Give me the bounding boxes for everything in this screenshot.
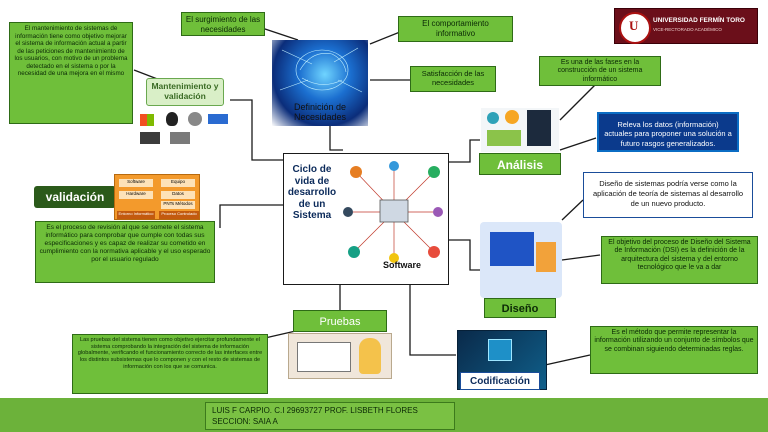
analisis-label: Análisis <box>479 153 561 175</box>
person-icon <box>359 338 381 374</box>
pruebas-image <box>288 333 392 379</box>
footer-line1: LUIS F CARPIO. C.I 29693727 PROF. LISBET… <box>212 406 418 415</box>
codificacion-label: Codificación <box>460 372 540 390</box>
chip-icon <box>488 339 512 361</box>
center-card: Ciclo de vida de desarrollo de un Sistem… <box>283 153 449 285</box>
monitor-icon <box>140 132 160 144</box>
people-icon <box>527 110 551 146</box>
diagram-entorno: Entorno Informático <box>117 211 155 219</box>
brain-icon <box>279 47 363 93</box>
diagram-hardware: Hardware <box>119 191 153 199</box>
design-screen-icon <box>490 232 534 266</box>
os-icons-image <box>136 108 230 148</box>
diagram-equipo: Equipo <box>161 179 195 187</box>
surgimiento-box: El surgimiento de las necesidades <box>181 12 265 36</box>
diseno-desc1: Diseño de sistemas podría verse como la … <box>583 172 753 218</box>
comportamiento-box: El comportamiento informativo <box>398 16 513 42</box>
checklist-icon <box>297 342 351 372</box>
windows-icon <box>140 114 154 126</box>
graph-icon <box>487 130 521 146</box>
software-label: Software <box>382 260 421 270</box>
diseno-label: Diseño <box>484 298 556 318</box>
bulb-icon <box>505 110 519 124</box>
brain-network-image: Definición de Necesidades <box>272 40 368 126</box>
apple-icon <box>188 112 202 126</box>
center-title: Ciclo de vida de desarrollo de un Sistem… <box>287 164 337 221</box>
mantenimiento-desc: El mantenimiento de sistemas de informac… <box>9 22 133 124</box>
diseno-desc2: El objetivo del proceso de Diseño del Si… <box>601 236 758 284</box>
footer-line2: SECCION: SAIA A <box>212 416 278 426</box>
software-hub-icon <box>343 161 443 263</box>
university-logo: U UNIVERSIDAD FERMÍN TORO VICE-RECTORADO… <box>614 8 758 44</box>
server-icon <box>170 132 190 144</box>
diseno-image <box>480 222 562 298</box>
pruebas-label: Pruebas <box>293 310 387 332</box>
seal-icon: U <box>619 12 651 44</box>
diagram-datos: Datos <box>161 191 195 199</box>
diagram-pnts: PNTs Métodos <box>161 201 195 209</box>
footer-info: LUIS F CARPIO. C.I 29693727 PROF. LISBET… <box>205 402 455 430</box>
analisis-desc1: Es una de las fases en la construcción d… <box>539 56 661 86</box>
analisis-image <box>481 108 559 152</box>
pruebas-desc: Las pruebas del sistema tienen como obje… <box>72 334 268 394</box>
mantenimiento-label: Mantenimiento y validación <box>146 78 224 106</box>
validacion-desc: Es el proceso de revisión al que se some… <box>35 221 215 283</box>
definicion-label: Definición de Necesidades <box>293 102 347 122</box>
diagram-proceso: Proceso Controlado <box>159 211 199 219</box>
validacion-label: validación <box>34 186 116 208</box>
designer-icon <box>536 242 556 272</box>
analisis-desc2: Releva los datos (información) actuales … <box>597 112 739 152</box>
validation-diagram: Software Equipo Hardware Datos PNTs Méto… <box>114 174 200 220</box>
satisfaccion-box: Satisfacción de las necesidades <box>410 66 496 92</box>
linux-icon <box>166 112 178 126</box>
diagram-software: Software <box>119 179 153 187</box>
screen-icon <box>208 114 228 124</box>
codificacion-desc: Es el método que permite representar la … <box>590 326 758 374</box>
logo-sub: VICE-RECTORADO ACADÉMICO <box>653 27 722 32</box>
logo-text: UNIVERSIDAD FERMÍN TORO <box>653 17 745 24</box>
chart-icon <box>487 112 499 124</box>
